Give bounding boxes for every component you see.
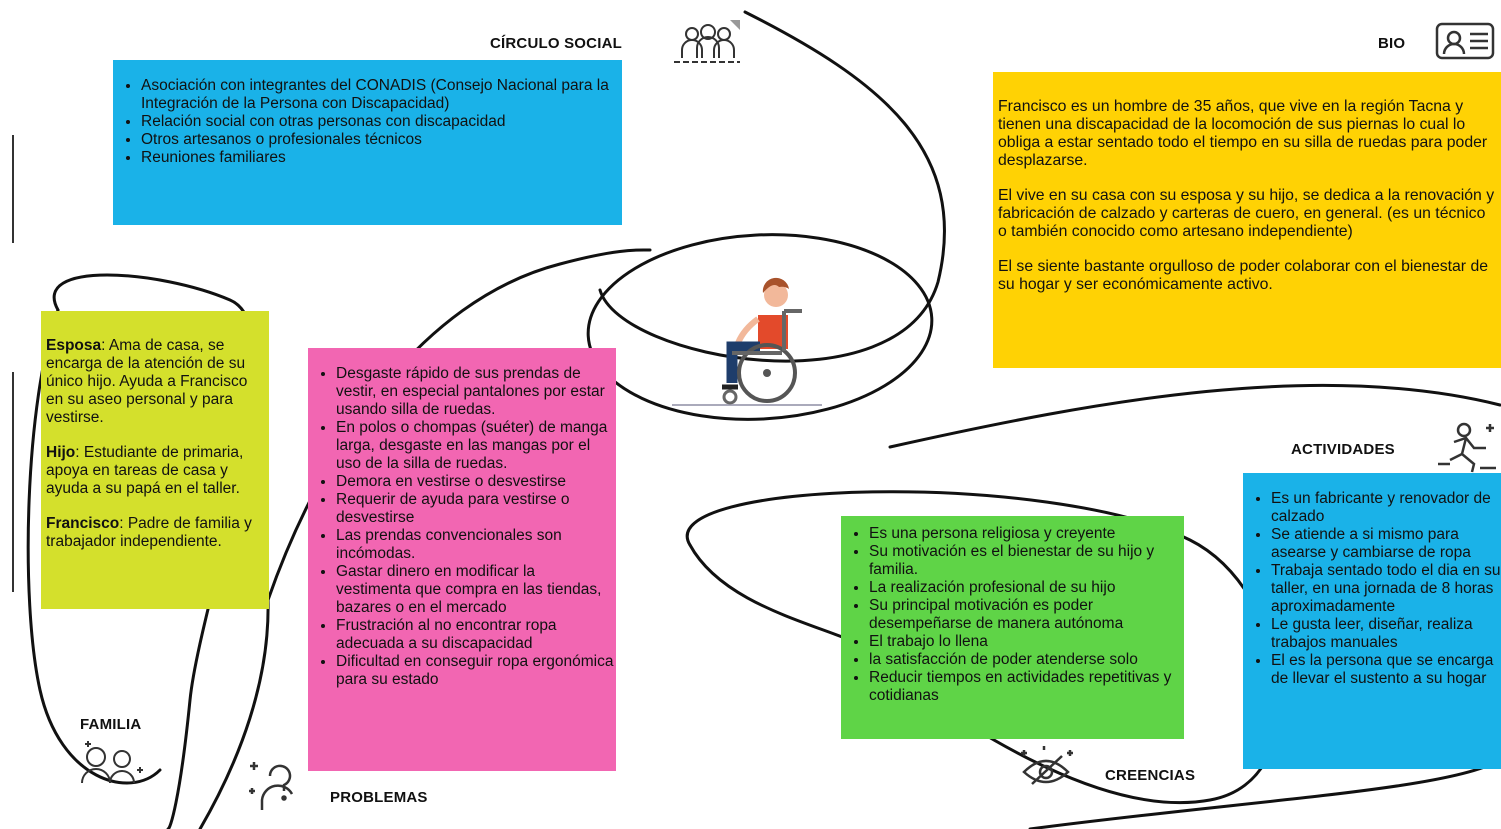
- activity-item: Trabaja sentado todo el dia en su taller…: [1271, 562, 1501, 616]
- social-list: Asociación con integrantes del CONADIS (…: [115, 77, 612, 167]
- belief-item: El trabajo lo llena: [869, 633, 1182, 651]
- problem-item: Gastar dinero en modificar la vestimenta…: [336, 563, 614, 617]
- petal-activities: [888, 383, 1501, 449]
- margin-line: [12, 372, 14, 592]
- petal-social: [598, 10, 946, 363]
- social-item: Relación social con otras personas con d…: [141, 113, 612, 131]
- problems-heading: PROBLEMAS: [330, 789, 428, 806]
- problem-item: Desgaste rápido de sus prendas de vestir…: [336, 365, 614, 419]
- activity-item: Se atiende a si mismo para asearse y cam…: [1271, 526, 1501, 562]
- belief-item: Es una persona religiosa y creyente: [869, 525, 1182, 543]
- petal-problems-2: [198, 598, 270, 829]
- activities-box: Es un fabricante y renovador de calzadoS…: [1243, 473, 1501, 769]
- problems-list: Desgaste rápido de sus prendas de vestir…: [310, 365, 614, 689]
- problem-item: Frustración al no encontrar ropa adecuad…: [336, 617, 614, 653]
- belief-item: La realización profesional de su hijo: [869, 579, 1182, 597]
- activities-heading: ACTIVIDADES: [1291, 441, 1395, 458]
- belief-item: Reducir tiempos en actividades repetitiv…: [869, 669, 1182, 705]
- problem-item: En polos o chompas (suéter) de manga lar…: [336, 419, 614, 473]
- beliefs-heading: CREENCIAS: [1105, 767, 1196, 784]
- bio-box: Francisco es un hombre de 35 años, que v…: [993, 72, 1501, 368]
- activity-item: Le gusta leer, diseñar, realiza trabajos…: [1271, 616, 1501, 652]
- social-heading: CÍRCULO SOCIAL: [490, 35, 622, 52]
- group-icon: [674, 20, 740, 63]
- margin-line: [12, 135, 14, 243]
- social-item: Asociación con integrantes del CONADIS (…: [141, 77, 612, 113]
- problem-item: Dificultad en conseguir ropa ergonómica …: [336, 653, 614, 689]
- family-entry: Esposa: Ama de casa, se encarga de la at…: [46, 337, 265, 427]
- problems-box: Desgaste rápido de sus prendas de vestir…: [308, 348, 616, 771]
- beliefs-box: Es una persona religiosa y creyenteSu mo…: [841, 516, 1184, 739]
- family-entry: Francisco: Padre de familia y trabajador…: [46, 515, 265, 551]
- family-member-label: Hijo: [46, 444, 76, 461]
- social-item: Otros artesanos o profesionales técnicos: [141, 131, 612, 149]
- bio-paragraph: El vive en su casa con su esposa y su hi…: [998, 187, 1495, 240]
- beliefs-list: Es una persona religiosa y creyenteSu mo…: [843, 525, 1182, 705]
- wheelchair-user-icon: [672, 277, 822, 406]
- activity-item: El es la persona que se encarga de lleva…: [1271, 652, 1501, 688]
- question-person-icon: [249, 762, 294, 810]
- id-card-icon: [1435, 22, 1495, 60]
- family-member-description: : Ama de casa, se encarga de la atención…: [46, 337, 248, 426]
- family-box: Esposa: Ama de casa, se encarga de la at…: [41, 311, 269, 609]
- family-entry: Hijo: Estudiante de primaria, apoya en t…: [46, 444, 265, 498]
- petal-family-inner: [26, 308, 162, 785]
- belief-item: la satisfacción de poder atenderse solo: [869, 651, 1182, 669]
- family-icon: [81, 741, 143, 784]
- running-person-icon: [1438, 422, 1496, 473]
- family-member-description: : Estudiante de primaria, apoya en tarea…: [46, 444, 244, 497]
- social-item: Reuniones familiares: [141, 149, 612, 167]
- family-member-label: Francisco: [46, 515, 120, 532]
- social-box: Asociación con integrantes del CONADIS (…: [113, 60, 622, 225]
- petal-beliefs-2: [688, 543, 852, 642]
- problem-item: Las prendas convencionales son incómodas…: [336, 527, 614, 563]
- family-heading: FAMILIA: [80, 716, 142, 733]
- bio-paragraph: El se siente bastante orgulloso de poder…: [998, 258, 1489, 293]
- family-member-label: Esposa: [46, 337, 102, 354]
- activities-list: Es un fabricante y renovador de calzadoS…: [1245, 490, 1501, 688]
- crossed-eye-icon: [1021, 746, 1073, 785]
- belief-item: Su principal motivación es poder desempe…: [869, 597, 1182, 633]
- family-text: Esposa: Ama de casa, se encarga de la at…: [46, 337, 265, 551]
- bio-text: Francisco es un hombre de 35 años, que v…: [998, 98, 1495, 294]
- activity-item: Es un fabricante y renovador de calzado: [1271, 490, 1501, 526]
- problem-item: Demora en vestirse o desvestirse: [336, 473, 614, 491]
- problem-item: Requerir de ayuda para vestirse o desves…: [336, 491, 614, 527]
- bio-paragraph: Francisco es un hombre de 35 años, que v…: [998, 98, 1488, 169]
- petal-activities-2: [1028, 758, 1501, 829]
- family-member-description: : Padre de familia y trabajador independ…: [46, 515, 252, 550]
- belief-item: Su motivación es el bienestar de su hijo…: [869, 543, 1182, 579]
- bio-heading: BIO: [1378, 35, 1406, 52]
